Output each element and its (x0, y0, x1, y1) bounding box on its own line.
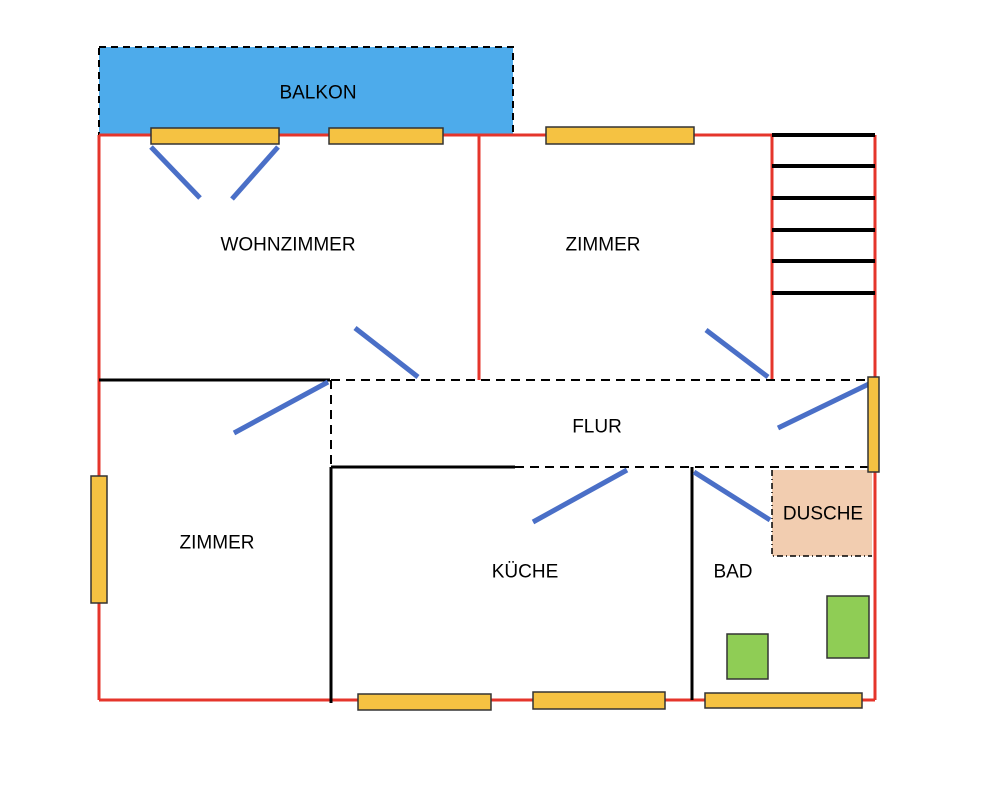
balcony-door-right (230, 145, 280, 201)
window-balcony-left (150, 127, 280, 145)
label-kueche: KÜCHE (492, 562, 559, 583)
zimmer-north-door (704, 328, 770, 379)
balcony-area (98, 46, 514, 136)
label-bad: BAD (713, 562, 752, 583)
label-flur: FLUR (572, 417, 622, 438)
shower-border (771, 470, 872, 557)
toilet-fixture (726, 633, 769, 680)
bad-door (692, 469, 772, 523)
label-zimmer-north: ZIMMER (566, 235, 641, 256)
kueche-door (531, 467, 629, 525)
window-kueche-right (532, 691, 666, 710)
label-balkon: BALKON (279, 83, 356, 104)
interior-walls (99, 378, 694, 703)
entrance-door (776, 379, 875, 431)
label-zimmer-west: ZIMMER (180, 533, 255, 554)
window-zimmer-west (90, 475, 108, 604)
exterior-walls (97, 133, 877, 702)
wohnzimmer-door (353, 326, 420, 379)
stairs (772, 133, 875, 295)
bath-fixtures (726, 595, 870, 680)
doors (149, 145, 875, 525)
shower-area (772, 470, 872, 556)
label-dusche: DUSCHE (783, 504, 863, 525)
label-wohnzimmer: WOHNZIMMER (220, 235, 355, 256)
windows (90, 126, 880, 711)
window-kueche-left (357, 693, 492, 711)
window-balcony-right (328, 127, 444, 145)
window-flur-east (867, 376, 880, 473)
window-bad (704, 692, 863, 709)
zimmer-west-door (232, 379, 330, 436)
sink-fixture (826, 595, 870, 659)
balcony-door-left (149, 145, 202, 200)
window-zimmer-north (545, 126, 695, 145)
